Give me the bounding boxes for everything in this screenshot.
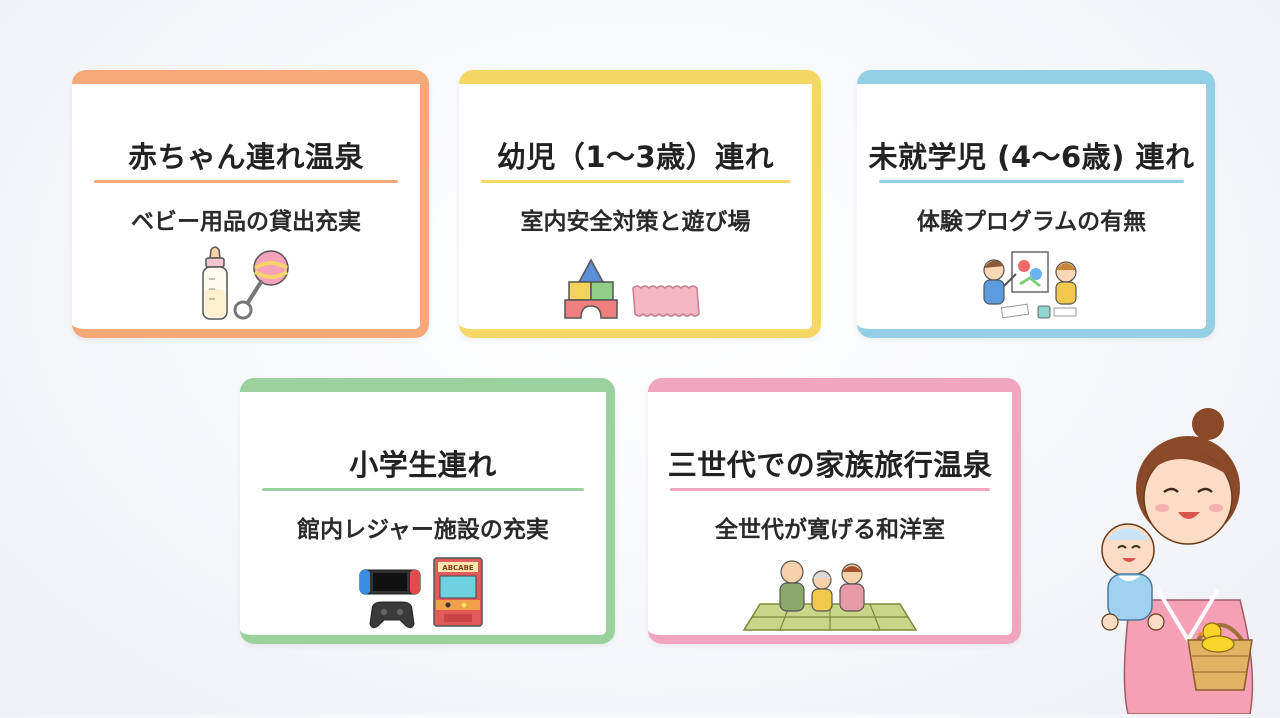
card-title: 未就学児 (4〜6歳) 連れ <box>868 140 1195 174</box>
card-elementary-onsen: 小学生連れ 館内レジャー施設の充実 ABCABE <box>240 378 615 644</box>
card-three-generation-onsen: 三世代での家族旅行温泉 全世代が寛げる和洋室 <box>648 378 1021 644</box>
card-divider <box>94 180 398 183</box>
card-divider <box>879 180 1184 183</box>
card-illustration <box>648 552 1012 632</box>
card-title: 赤ちゃん連れ温泉 <box>127 140 364 174</box>
card-baby-onsen: 赤ちゃん連れ温泉 ベビー用品の貸出充実 <box>72 70 429 338</box>
card-subtitle: ベビー用品の貸出充実 <box>131 209 361 235</box>
card-title: 幼児（1〜3歳）連れ <box>496 140 775 174</box>
play-mat-icon <box>631 285 700 317</box>
card-divider <box>262 488 584 491</box>
arcade-machine-icon: ABCABE <box>433 557 483 627</box>
rattle-icon <box>233 250 289 320</box>
card-illustration <box>72 244 420 324</box>
card-subtitle: 室内安全対策と遊び場 <box>520 209 751 235</box>
game-console-icon <box>359 569 421 595</box>
card-illustration: ABCABE <box>240 552 606 632</box>
card-title: 三世代での家族旅行温泉 <box>667 448 993 482</box>
mother-holding-baby-icon <box>1080 400 1260 718</box>
card-toddler-onsen: 幼児（1〜3歳）連れ 室内安全対策と遊び場 <box>459 70 821 338</box>
three-generations-family-icon <box>779 560 865 612</box>
card-illustration <box>857 244 1206 324</box>
card-subtitle: 館内レジャー施設の充実 <box>297 517 549 543</box>
baby-bottle-icon <box>202 246 228 320</box>
card-title: 小学生連れ <box>349 448 497 482</box>
card-illustration <box>459 244 812 324</box>
duck-basket-icon <box>1187 622 1253 691</box>
arcade-marquee: ABCABE <box>442 564 474 572</box>
card-divider <box>670 488 990 491</box>
card-subtitle: 全世代が寛げる和洋室 <box>715 517 945 543</box>
toy-blocks-icon <box>563 258 618 319</box>
kids-painting-icon <box>982 251 1077 319</box>
game-controller-icon <box>369 601 415 629</box>
card-preschool-onsen: 未就学児 (4〜6歳) 連れ 体験プログラムの有無 <box>857 70 1215 338</box>
card-subtitle: 体験プログラムの有無 <box>916 209 1147 235</box>
card-divider <box>481 180 790 183</box>
